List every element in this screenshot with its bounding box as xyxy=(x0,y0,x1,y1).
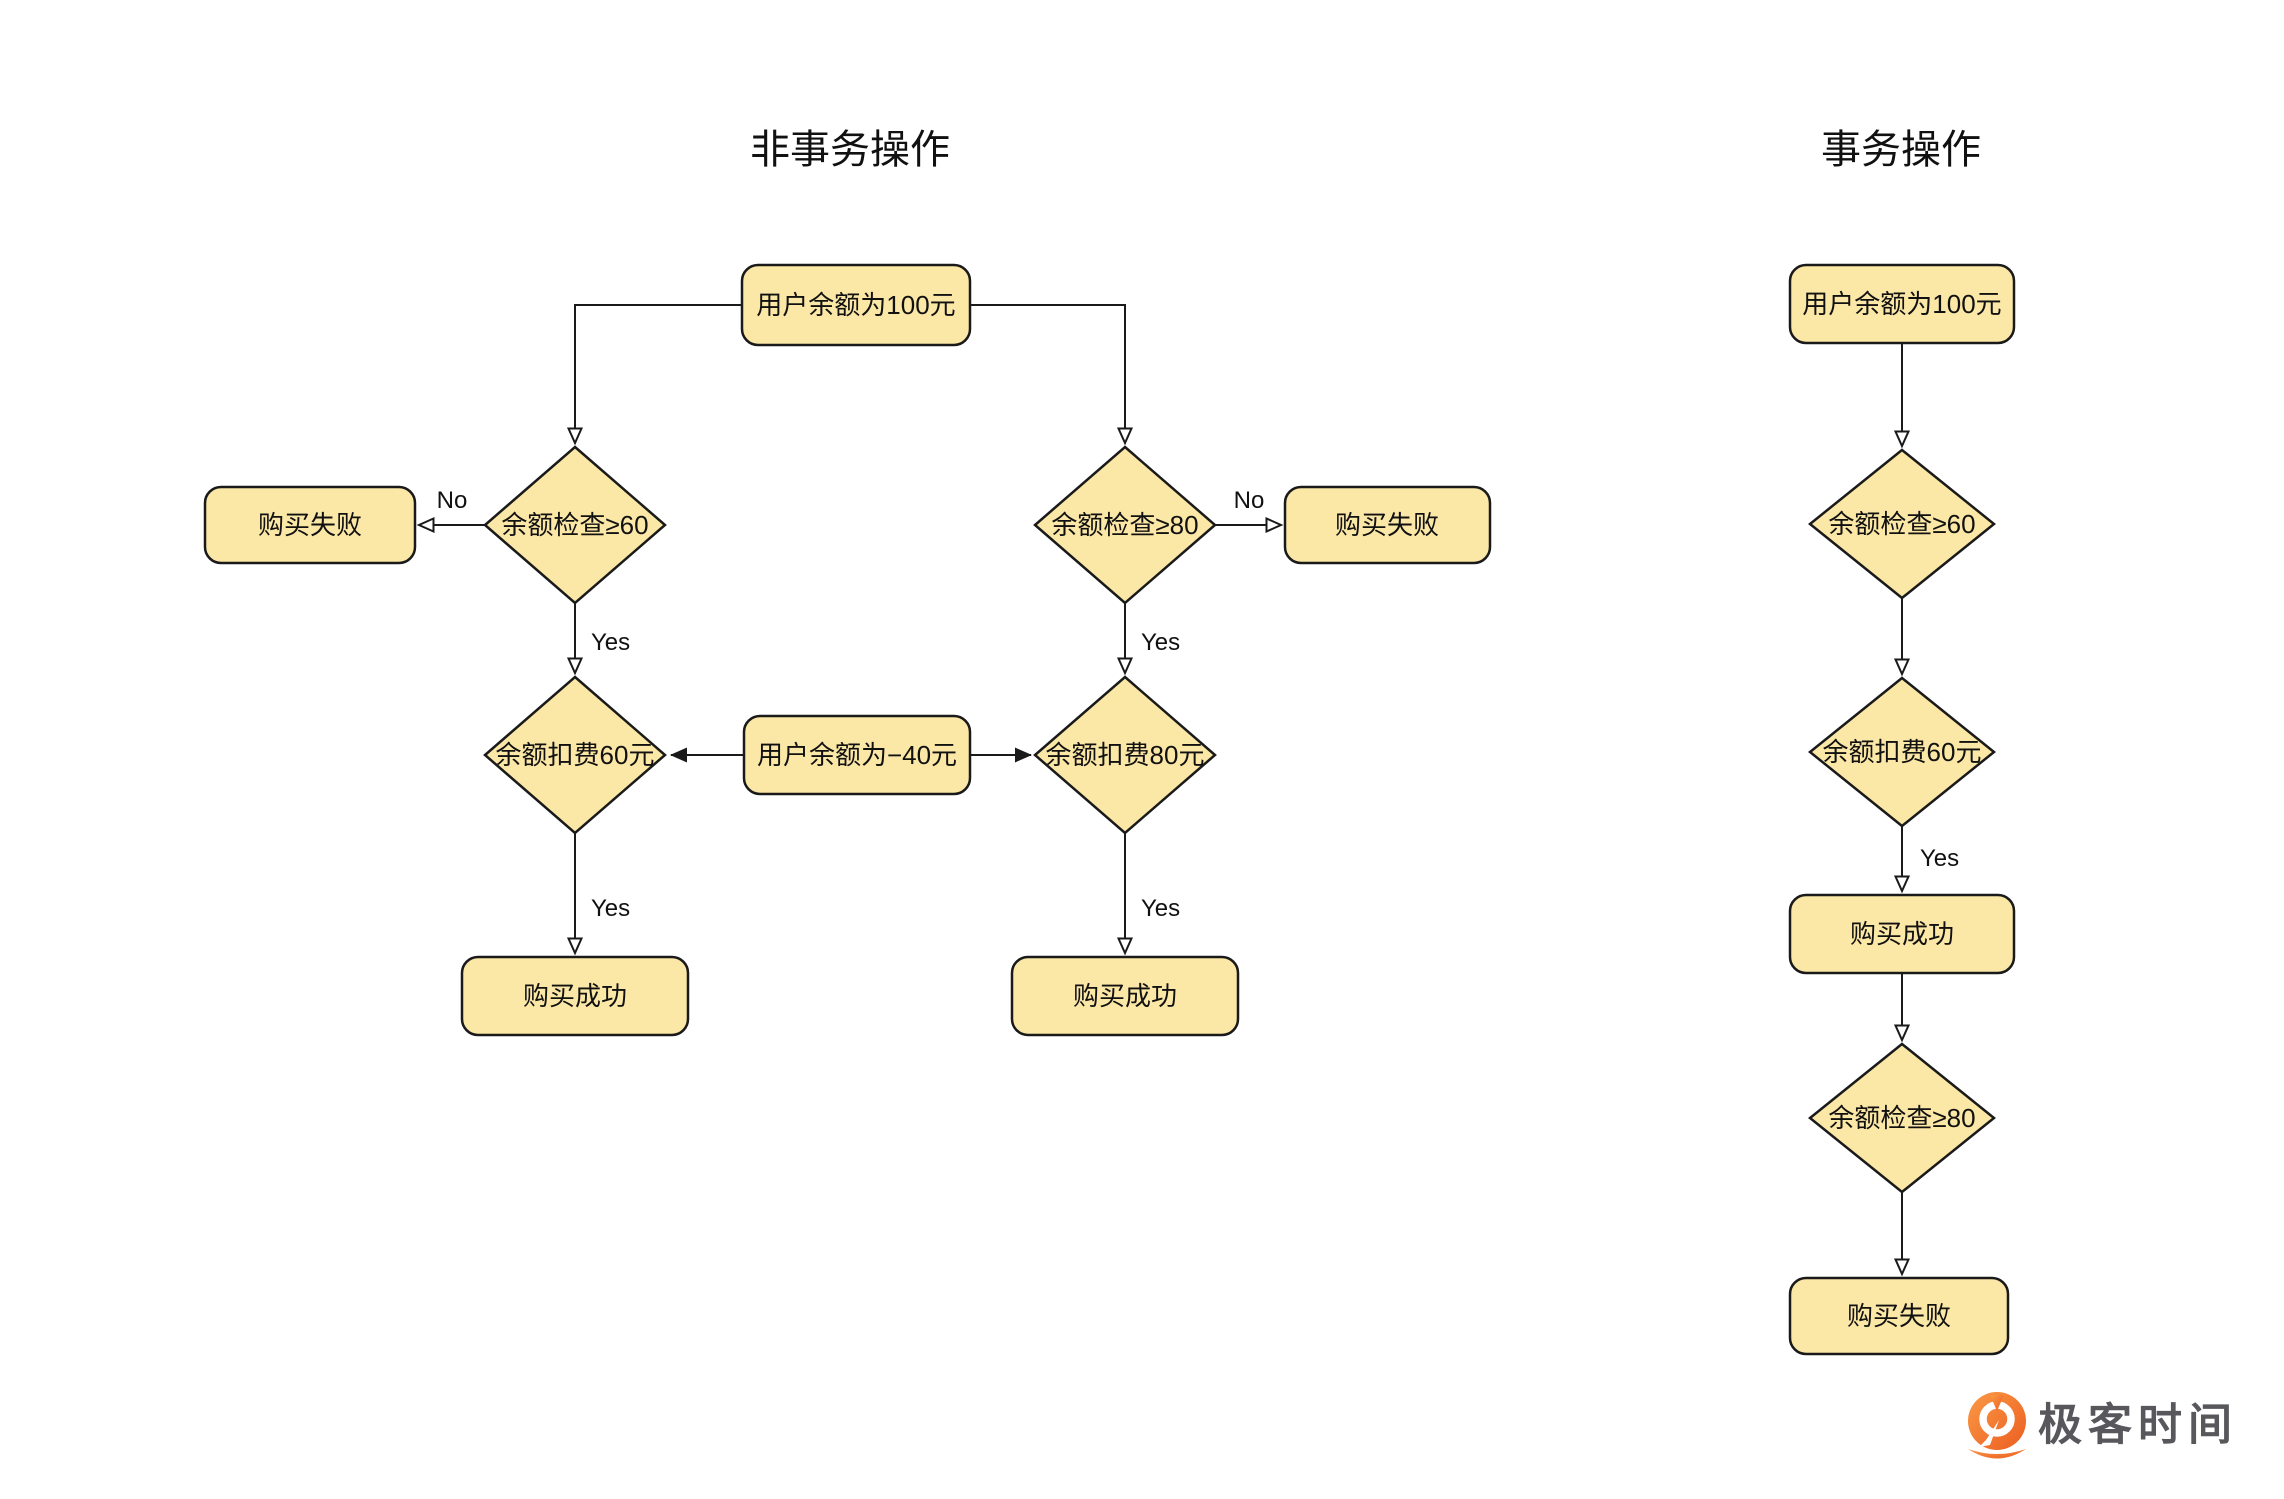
node-r-check60-shape xyxy=(1808,448,1996,600)
logo-arrow-tail xyxy=(1979,1420,1999,1447)
right-flowchart: 事务操作 Yes 用户余额为100元 余额检查≥60 余额扣费60元 购买成功 xyxy=(1788,128,2016,1356)
node-r-start-shape xyxy=(1788,263,2016,345)
node-r-success: 购买成功 xyxy=(1788,893,2016,975)
node-r-deduct60-label: 余额扣费60元 xyxy=(1823,737,1982,767)
edge-start-to-check80 xyxy=(970,304,1125,443)
label-deduct80-yes: Yes xyxy=(1141,895,1180,922)
label-check80-yes: Yes xyxy=(1141,629,1180,656)
node-r-deduct60: 余额扣费60元 xyxy=(1808,676,1996,828)
node-start-label: 用户余额为100元 xyxy=(756,290,955,320)
edge-start-to-check60 xyxy=(575,304,742,443)
node-check60: 余额检查≥60 xyxy=(483,445,667,605)
node-start-shape xyxy=(740,263,972,347)
node-balance-mid-label: 用户余额为−40元 xyxy=(757,740,957,770)
label-check60-yes: Yes xyxy=(591,629,630,656)
logo-smile xyxy=(1968,1449,2026,1459)
node-fail-left-label: 购买失败 xyxy=(258,510,362,540)
node-fail-right-shape xyxy=(1283,485,1492,565)
left-chart-title: 非事务操作 xyxy=(750,128,950,172)
node-r-check60: 余额检查≥60 xyxy=(1808,448,1996,600)
node-check80-label: 余额检查≥80 xyxy=(1051,510,1198,540)
node-deduct60-shape xyxy=(483,675,667,835)
node-success-right: 购买成功 xyxy=(1010,955,1240,1037)
node-success-right-shape xyxy=(1010,955,1240,1037)
geektime-logo: 极客时间 xyxy=(1968,1392,2238,1459)
label-check60-no: No xyxy=(437,487,468,514)
node-check80-shape xyxy=(1033,445,1217,605)
node-r-start: 用户余额为100元 xyxy=(1788,263,2016,345)
node-start: 用户余额为100元 xyxy=(740,263,972,347)
node-r-fail: 购买失败 xyxy=(1788,1276,2010,1356)
node-r-check80: 余额检查≥80 xyxy=(1808,1042,1996,1194)
node-success-left-shape xyxy=(460,955,690,1037)
node-r-success-shape xyxy=(1788,893,2016,975)
node-fail-left-shape xyxy=(203,485,417,565)
node-fail-left: 购买失败 xyxy=(203,485,417,565)
node-deduct80: 余额扣费80元 xyxy=(1033,675,1217,835)
node-r-deduct60-shape xyxy=(1808,676,1996,828)
node-balance-mid: 用户余额为−40元 xyxy=(742,714,972,796)
right-chart-title: 事务操作 xyxy=(1821,128,1981,172)
node-fail-right-label: 购买失败 xyxy=(1335,510,1439,540)
node-r-fail-label: 购买失败 xyxy=(1847,1301,1951,1331)
geektime-logo-text: 极客时间 xyxy=(2038,1401,2238,1450)
label-r-deduct60-yes: Yes xyxy=(1920,845,1959,872)
node-check80: 余额检查≥80 xyxy=(1033,445,1217,605)
node-deduct60: 余额扣费60元 xyxy=(483,675,667,835)
node-deduct80-label: 余额扣费80元 xyxy=(1046,740,1205,770)
node-deduct60-label: 余额扣费60元 xyxy=(496,740,655,770)
node-balance-mid-shape xyxy=(742,714,972,796)
node-success-right-label: 购买成功 xyxy=(1073,981,1177,1011)
node-fail-right: 购买失败 xyxy=(1283,485,1492,565)
label-deduct60-yes: Yes xyxy=(591,895,630,922)
node-check60-shape xyxy=(483,445,667,605)
left-flowchart: 非事务操作 No Yes Yes No Yes Yes 用户余额为100元 余额… xyxy=(203,128,1492,1037)
node-success-left: 购买成功 xyxy=(460,955,690,1037)
node-r-check60-label: 余额检查≥60 xyxy=(1828,509,1975,539)
node-deduct80-shape xyxy=(1033,675,1217,835)
node-r-check80-shape xyxy=(1808,1042,1996,1194)
node-r-start-label: 用户余额为100元 xyxy=(1802,289,2001,319)
node-r-success-label: 购买成功 xyxy=(1850,919,1954,949)
label-check80-no: No xyxy=(1234,487,1265,514)
geektime-logo-icon xyxy=(1968,1392,2026,1459)
logo-circle xyxy=(1968,1392,2026,1450)
node-success-left-label: 购买成功 xyxy=(523,981,627,1011)
node-check60-label: 余额检查≥60 xyxy=(501,510,648,540)
node-r-check80-label: 余额检查≥80 xyxy=(1828,1103,1975,1133)
node-r-fail-shape xyxy=(1788,1276,2010,1356)
logo-notch xyxy=(1990,1395,2004,1411)
